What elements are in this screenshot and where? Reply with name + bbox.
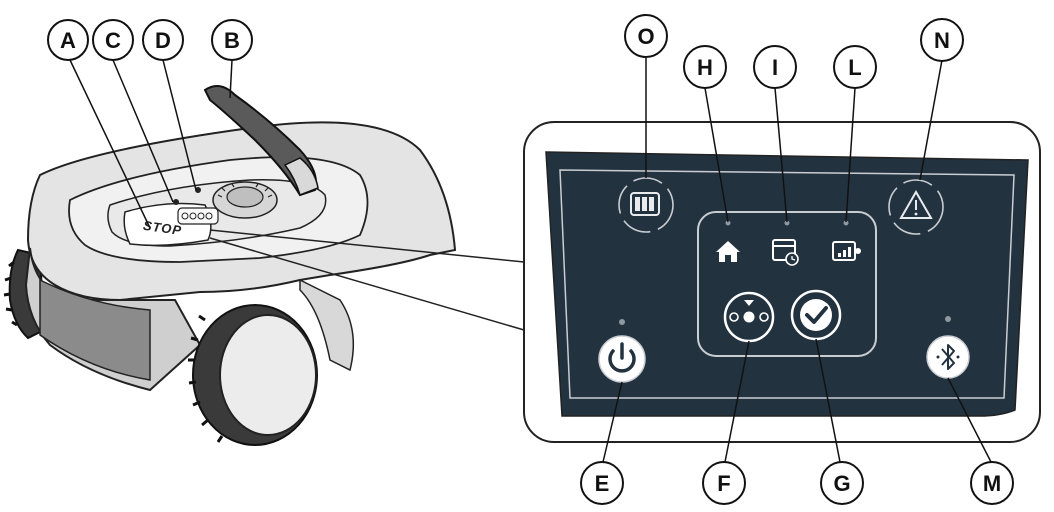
svg-text:F: F (717, 471, 730, 496)
svg-text:H: H (697, 55, 713, 80)
callouts: A C D B O H I L (47, 14, 1014, 505)
settings-icon (832, 220, 861, 261)
home-icon (716, 220, 740, 262)
leader-lines (69, 58, 992, 463)
callout-m: M (970, 461, 1014, 505)
callout-f: F (702, 461, 746, 505)
svg-text:O: O (637, 24, 654, 49)
callout-d: D (142, 19, 184, 61)
zoom-lines (209, 229, 525, 331)
svg-text:D: D (155, 28, 171, 53)
callout-n: N (920, 18, 964, 62)
stop-label: STOP (142, 218, 183, 238)
svg-text:A: A (60, 28, 76, 53)
power-icon (608, 342, 636, 373)
svg-text:E: E (595, 471, 610, 496)
front-wheel (188, 304, 318, 446)
schedule-icon (772, 220, 799, 266)
callout-g: G (820, 461, 864, 505)
callout-e: E (580, 461, 624, 505)
svg-text:M: M (983, 471, 1001, 496)
svg-text:C: C (105, 28, 121, 53)
callout-a: A (47, 19, 89, 61)
navigate-button[interactable] (723, 291, 775, 343)
svg-text:L: L (848, 55, 861, 80)
svg-text:B: B (224, 28, 240, 53)
callout-b: B (211, 19, 253, 61)
robotic-mower: STOP (3, 85, 457, 446)
callout-c: C (92, 19, 134, 61)
callout-l: L (833, 45, 877, 89)
hatch-lid[interactable] (203, 85, 319, 197)
control-panel (523, 121, 1041, 443)
callout-i: I (753, 45, 797, 89)
power-button[interactable] (598, 319, 646, 383)
callout-o: O (624, 14, 668, 58)
svg-text:G: G (833, 471, 850, 496)
height-adjust-dial (212, 181, 278, 219)
callout-h: H (683, 45, 727, 89)
status-group-frame (697, 211, 877, 357)
navigate-icon (729, 300, 769, 323)
svg-text:N: N (934, 28, 950, 53)
mini-keypad (173, 187, 219, 225)
bluetooth-icon (936, 344, 960, 370)
warning-icon (888, 179, 944, 235)
confirm-icon (800, 299, 832, 331)
confirm-button[interactable] (790, 289, 842, 341)
svg-text:I: I (772, 55, 778, 80)
